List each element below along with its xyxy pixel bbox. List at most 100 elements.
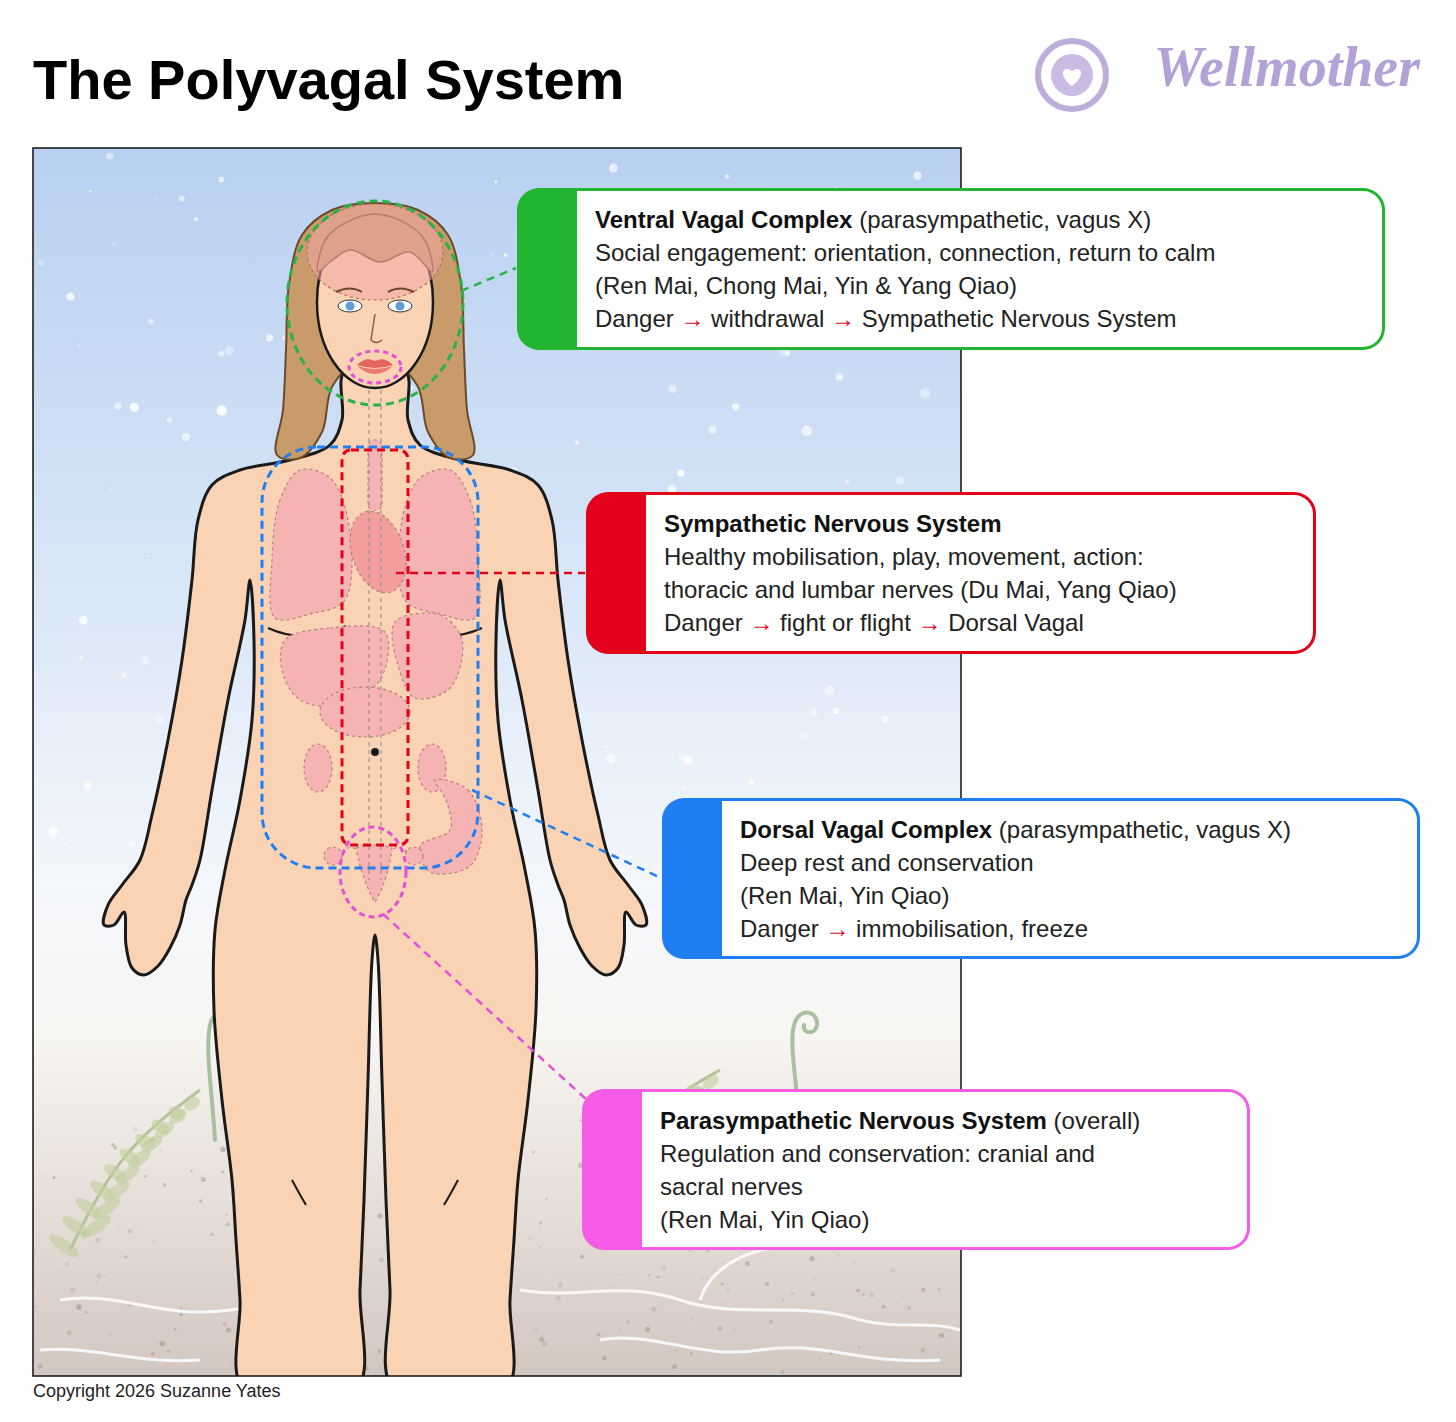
speckle [609,164,618,173]
soil-grain [43,1174,44,1175]
logo-disc [1051,54,1093,96]
speckle [155,714,165,724]
soil-grain [152,1240,155,1243]
fallopian-tube [342,847,407,852]
speckle [218,351,224,357]
speckle [677,470,684,477]
speckle [725,174,729,178]
soil-grain [558,1283,563,1288]
frond-leaf [182,1094,203,1114]
sympathetic-box: Sympathetic Nervous SystemHealthy mobili… [586,492,1316,654]
speckle [179,196,185,202]
text-row: Parasympathetic Nervous System(overall) [660,1104,1231,1137]
soil-grain [535,1327,538,1330]
soil-grain [375,1199,378,1202]
speckle [84,782,92,790]
soil-grain [675,1349,678,1352]
soil-grain [881,1305,885,1309]
soil-grain [769,1320,773,1324]
speckle [225,346,234,355]
soil-grain [133,1127,138,1132]
speckle [65,843,68,846]
soil-grain [651,1307,656,1312]
navel [372,749,378,755]
box-heading: Parasympathetic Nervous System [660,1107,1047,1134]
speckle [736,380,738,382]
soil-grain [379,1258,384,1263]
arrow-glyph: → [680,305,704,332]
root-line [700,1245,790,1300]
frond-leaf [166,1103,187,1123]
soil-grain [67,1331,72,1336]
soil-grain [823,1257,824,1258]
soil-grain [782,1299,784,1301]
speckle [167,417,173,423]
soil-grain [765,1282,769,1286]
intestines [320,687,410,737]
ventral-vagal-box: Ventral Vagal Complex(parasympathetic, v… [517,188,1385,350]
arrow-glyph: → [917,609,941,636]
root-line [40,1349,200,1361]
soil-grain [701,1278,703,1280]
soil-grain [664,1339,666,1341]
soil-grain [141,1228,143,1230]
speckle [129,842,133,846]
soil-grain [96,1273,101,1278]
speckle [282,336,285,339]
text-row: Dorsal Vagal Complex(parasympathetic, va… [740,813,1401,846]
soil-grain [721,1282,724,1285]
soil-grain [809,1256,814,1261]
soil-grain [620,1328,622,1330]
soil-grain [602,1355,607,1360]
arrow-glyph: → [825,915,849,942]
knee-line [444,1180,458,1205]
soil-grain [144,1175,147,1178]
soil-grain [626,1320,631,1325]
speckle [218,177,224,183]
leader-line [472,790,661,878]
soil-grain [745,1261,750,1266]
soil-grain [61,1271,63,1273]
soil-grain [814,1277,816,1279]
speckle [112,243,114,245]
speckle [504,253,507,256]
dorsal-vagal-box: Dorsal Vagal Complex(parasympathetic, va… [662,798,1420,959]
box-text: Danger → fight or flight → Dorsal Vagal [664,609,1084,636]
soil-grain [725,1302,727,1304]
soil-grain [128,1229,133,1234]
leader-line [383,914,587,1100]
logo-ring [1038,41,1106,109]
facial-features [336,289,414,375]
logo-icon [1038,41,1106,109]
soil-grain [546,1198,548,1200]
soil-grain [528,1237,532,1241]
leader-line [396,572,585,575]
leader-lines [383,268,661,1100]
text-row: Ventral Vagal Complex(parasympathetic, v… [595,203,1366,236]
speckle [106,153,113,160]
soil-grain [585,1280,586,1281]
soil-grain [907,1306,911,1310]
speckle [836,373,844,381]
frond-leaf [149,1116,172,1137]
nerve-regions [262,201,478,917]
speckle [223,746,227,750]
diagram-title: The Polyvagal System [33,46,624,113]
soil-grain [869,1292,874,1297]
soil-grain [116,1224,118,1226]
soil-grain [718,1326,722,1330]
soil-grain [210,1232,214,1236]
soil-grain [675,1355,676,1356]
soil-grain [103,1274,105,1276]
soil-grain [200,1175,202,1177]
soil-grain [38,1364,43,1369]
soil-grain [674,1275,675,1276]
speckle [217,405,227,415]
text-row: (Ren Mai, Chong Mai, Yin & Yang Qiao) [595,269,1366,302]
speckle [749,779,755,785]
soil-grain [159,1341,164,1346]
soil-grain [518,1251,520,1253]
soil-grain [539,1246,541,1248]
speckle [810,709,817,716]
